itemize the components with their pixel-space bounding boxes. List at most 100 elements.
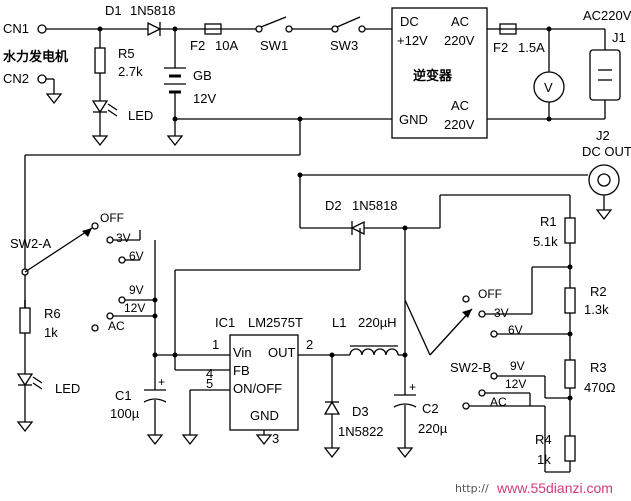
sw2a-label-12v: 12V xyxy=(124,301,145,315)
onoff-ground-icon xyxy=(181,434,199,446)
r5-resistor xyxy=(94,47,106,74)
d2-ref: D2 xyxy=(325,198,342,213)
r2-resistor xyxy=(564,287,576,314)
inverter-ac: AC xyxy=(451,14,469,29)
sw2a-wiper[interactable] xyxy=(24,227,93,273)
r6-ground-icon xyxy=(16,421,34,433)
sw2a-pos-6v xyxy=(118,256,126,264)
c1-plus: + xyxy=(158,375,165,389)
sw2a-label-3v: 3V xyxy=(116,231,131,245)
ic1-pin-out: OUT xyxy=(268,345,296,360)
sw2b-pos-off xyxy=(462,295,470,303)
ic1-part: LM2575T xyxy=(248,315,303,330)
ic1-ground-icon xyxy=(255,434,273,446)
l1-value: 220µH xyxy=(358,315,397,330)
sw2b-label-ac: AC xyxy=(490,395,507,409)
d1-diode-icon xyxy=(147,21,162,37)
ic1-pin-fb: FB xyxy=(233,363,250,378)
d2-part: 1N5818 xyxy=(352,198,398,213)
d1-ref: D1 xyxy=(105,3,122,18)
r5-value: 2.7k xyxy=(118,64,143,79)
r4-ref: R4 xyxy=(535,432,552,447)
f2a-value: 10A xyxy=(215,38,238,53)
c1-ref: C1 xyxy=(115,388,132,403)
r6-ref: R6 xyxy=(44,306,61,321)
d3-part: 1N5822 xyxy=(338,424,384,439)
l1-inductor-icon xyxy=(349,348,399,356)
cn1-terminal xyxy=(37,24,47,34)
led2-label: LED xyxy=(55,381,80,396)
inverter-title: 逆变器 xyxy=(413,68,453,84)
j2-ground-icon xyxy=(595,209,613,221)
sw2a-name: SW2-A xyxy=(10,236,52,251)
r3-value: 470Ω xyxy=(584,380,616,395)
d1-part: 1N5818 xyxy=(130,3,176,18)
led1-icon xyxy=(91,100,109,114)
generator-label: 水力发电机 xyxy=(3,49,68,65)
c2-plus: + xyxy=(409,380,416,394)
c1-ground-icon xyxy=(146,434,164,446)
sw2b-label-6v: 6V xyxy=(508,323,523,337)
r2-value: 1.3k xyxy=(584,302,609,317)
ic1-pin1-num: 1 xyxy=(212,337,219,352)
sw1-label: SW1 xyxy=(260,38,288,53)
sw3-blade xyxy=(336,16,361,28)
ic1-pin2-num: 2 xyxy=(306,337,313,352)
watermark-prefix: http:// xyxy=(455,482,489,495)
sw2a-label-9v: 9V xyxy=(129,283,144,297)
inverter-box xyxy=(391,7,488,139)
j1-label: J1 xyxy=(612,30,626,45)
watermark-site: www.55dianzi.com xyxy=(496,480,613,496)
sw2b-name: SW2-B xyxy=(450,360,491,375)
gb-ground-icon xyxy=(166,135,184,147)
sw2b-label-off: OFF xyxy=(478,287,502,301)
cn2-terminal xyxy=(37,74,47,84)
d3-ground-icon xyxy=(323,447,341,459)
j1-supply-label: AC220V xyxy=(583,8,631,23)
gb-ref: GB xyxy=(193,68,212,83)
ic1-pin-onoff: ON/OFF xyxy=(233,381,282,396)
inverter-ac-v: 220V xyxy=(444,33,475,48)
ic1-pin-gnd: GND xyxy=(250,408,279,423)
sw2a-pos-off xyxy=(91,222,99,230)
sw2b-label-9v: 9V xyxy=(510,359,525,373)
ic1-ref: IC1 xyxy=(215,315,235,330)
cn1-label: CN1 xyxy=(3,21,29,36)
gb-value: 12V xyxy=(193,91,216,106)
inverter-ac2-v: 220V xyxy=(444,117,475,132)
led1-label: LED xyxy=(128,108,153,123)
j2-label: J2 xyxy=(596,128,610,143)
r1-value: 5.1k xyxy=(533,234,558,249)
r1-resistor xyxy=(564,217,576,244)
d2-diode-icon xyxy=(350,220,365,236)
sw3-label: SW3 xyxy=(330,38,358,53)
r6-resistor xyxy=(19,307,31,334)
sw2b-pos-ac xyxy=(462,402,470,410)
led2-icon xyxy=(16,373,34,387)
sw3-contact xyxy=(331,25,339,33)
f2b-value: 1.5A xyxy=(518,40,545,55)
sw2b-pos-9v xyxy=(490,372,498,380)
cn2-label: CN2 xyxy=(3,71,29,86)
sw2a-label-off: OFF xyxy=(100,211,124,225)
sw1-contact xyxy=(255,25,263,33)
inverter-dc: DC xyxy=(400,14,419,29)
r3-ref: R3 xyxy=(590,360,607,375)
sw2a-pos-3v xyxy=(106,236,114,244)
f2b-ref: F2 xyxy=(493,40,508,55)
c2-value: 220µ xyxy=(418,421,448,436)
j1-socket-icon xyxy=(589,49,621,101)
d3-ref: D3 xyxy=(352,404,369,419)
inverter-gnd: GND xyxy=(399,112,428,127)
sw2a-pos-ac xyxy=(91,324,99,332)
sw2b-label-12v: 12V xyxy=(505,377,526,391)
sw2b-wiper[interactable] xyxy=(429,308,473,356)
sw2b-pos-12v xyxy=(478,389,486,397)
sw2b-pos-6v xyxy=(490,330,498,338)
r4-resistor xyxy=(564,435,576,462)
sw1-blade xyxy=(260,16,287,28)
inverter-ac2: AC xyxy=(451,98,469,113)
ic1-pin5-num: 5 xyxy=(206,376,213,391)
f2a-ref: F2 xyxy=(190,38,205,53)
